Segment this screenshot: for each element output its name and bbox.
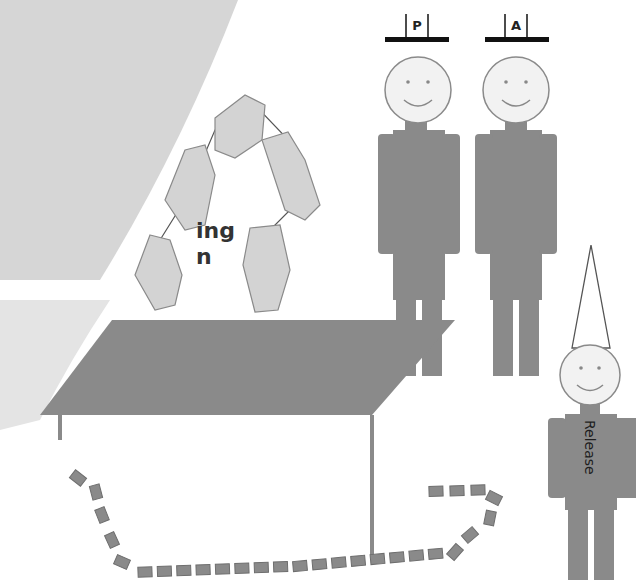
chain-square <box>254 562 268 573</box>
block-chain <box>135 95 320 312</box>
figure-a <box>475 14 557 376</box>
chain-square <box>370 553 385 564</box>
chain-square <box>428 548 443 559</box>
chain-square <box>331 557 346 568</box>
shirt-text: Release <box>582 420 598 475</box>
title-panel <box>0 0 238 280</box>
chain-square <box>273 562 287 573</box>
chain-square <box>471 485 485 495</box>
chain-square <box>484 510 497 526</box>
hat-letter: P <box>412 18 422 34</box>
chain-square <box>105 532 120 549</box>
chain-square <box>389 552 404 563</box>
chain-square <box>429 486 443 496</box>
chain-square <box>486 490 503 505</box>
chain-square <box>293 560 308 571</box>
heading-fragment: ing <box>196 218 235 244</box>
chain-square <box>138 567 152 578</box>
chain-square <box>447 543 464 560</box>
chain-square <box>351 555 366 566</box>
heading-fragment: n <box>196 244 212 270</box>
figure-release <box>548 245 636 580</box>
chain-square <box>196 565 210 576</box>
square-chain <box>69 470 502 578</box>
chain-square <box>235 563 249 574</box>
chain-square <box>177 565 191 576</box>
chain-square <box>69 470 86 486</box>
chain-square <box>89 484 102 500</box>
chain-square <box>312 559 327 570</box>
chain-square <box>95 507 109 524</box>
table <box>40 320 455 555</box>
chain-square <box>157 566 171 577</box>
chain-square <box>450 485 464 495</box>
chain-square <box>215 564 229 575</box>
hat-letter: A <box>511 18 521 34</box>
chain-square <box>114 555 131 570</box>
chain-square <box>461 527 478 544</box>
chain-square <box>409 550 424 561</box>
